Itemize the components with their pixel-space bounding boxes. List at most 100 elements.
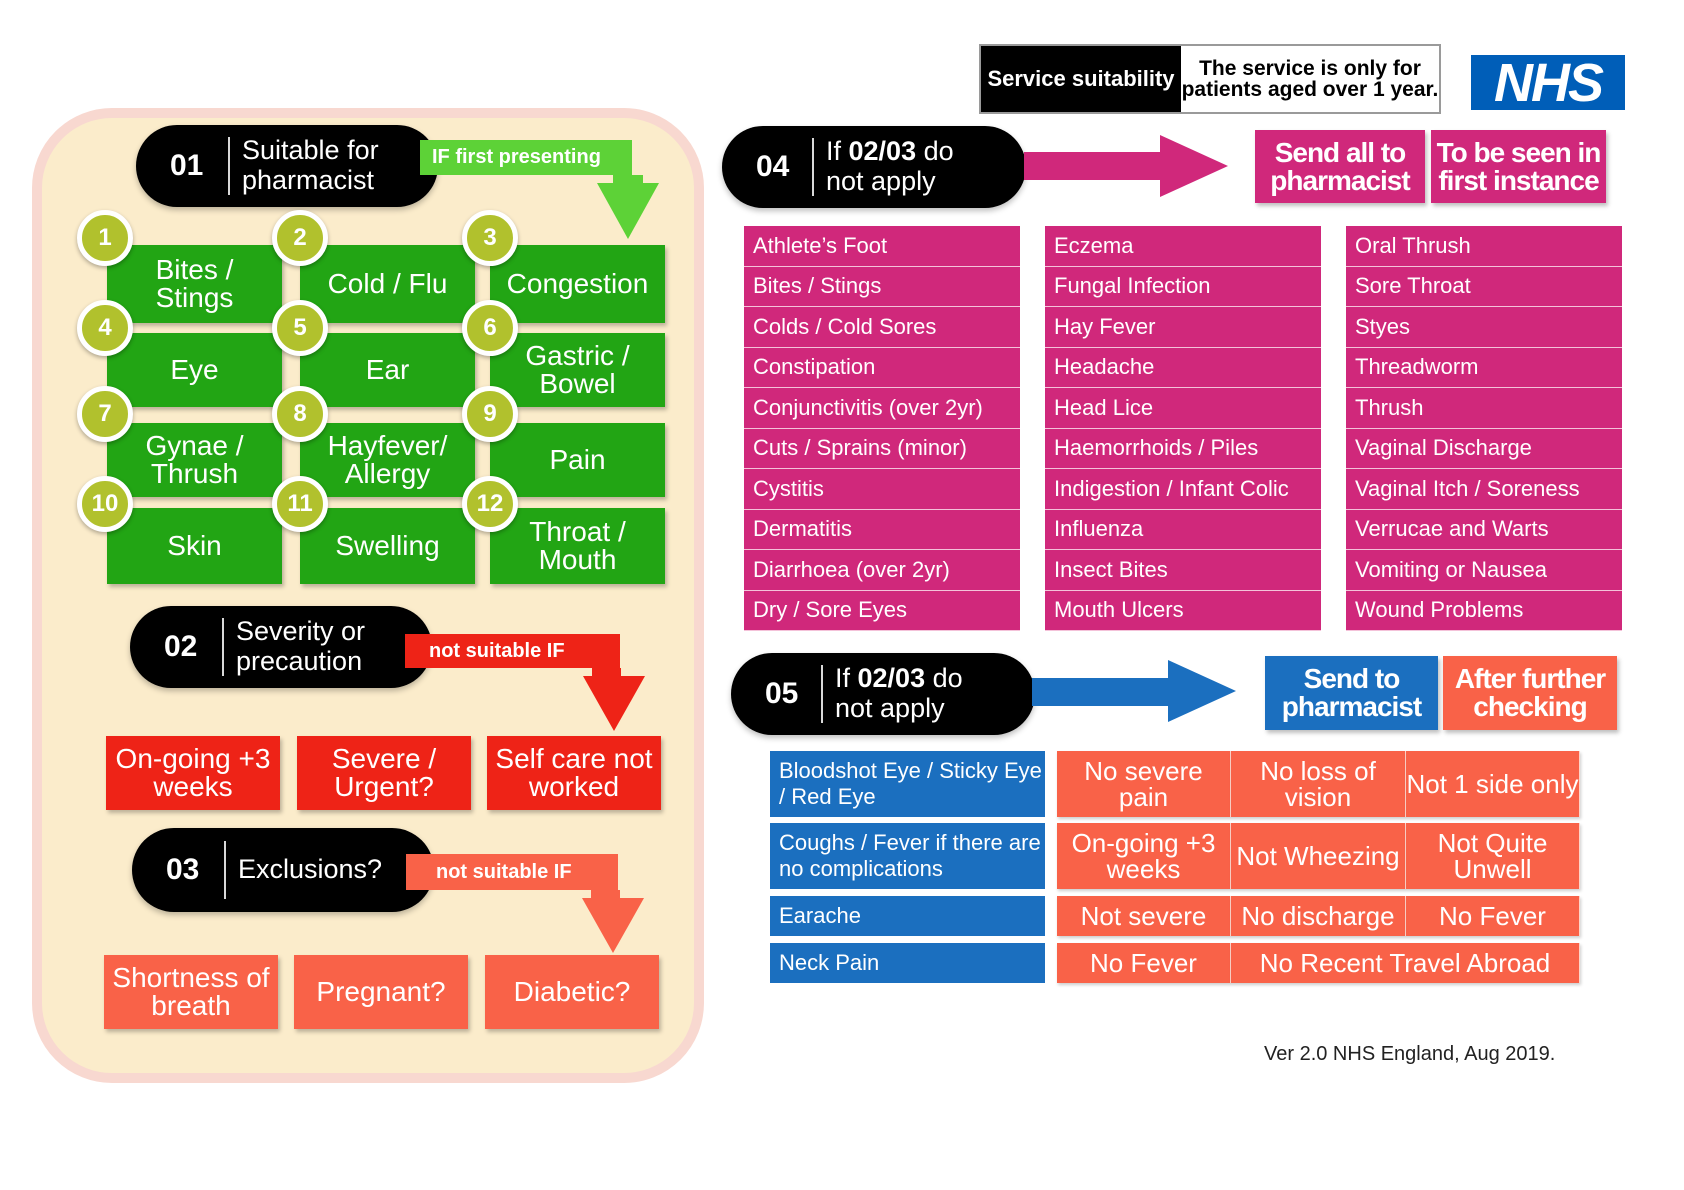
number-badge: 11 xyxy=(272,476,328,532)
condition-item: Vaginal Itch / Soreness xyxy=(1346,469,1622,510)
condition-item: Thrush xyxy=(1346,388,1622,429)
number-badge: 12 xyxy=(462,476,518,532)
condition-item: Conjunctivitis (over 2yr) xyxy=(744,388,1020,429)
condition-item: Eczema xyxy=(1045,226,1321,267)
section-01-tag: IF first presenting xyxy=(420,140,632,175)
check-cell: No discharge xyxy=(1231,896,1406,936)
condition-item: Athlete’s Foot xyxy=(744,226,1020,267)
condition-item: Vomiting or Nausea xyxy=(1346,550,1622,591)
send-all-to-pharmacist-box: Send all to pharmacist xyxy=(1255,130,1425,203)
condition-column-1: Athlete’s Foot Bites / Stings Colds / Co… xyxy=(744,226,1020,631)
condition-item: Cystitis xyxy=(744,469,1020,510)
condition-item: Vaginal Discharge xyxy=(1346,428,1622,469)
condition-item: Styes xyxy=(1346,307,1622,348)
condition-column-2: Eczema Fungal Infection Hay Fever Headac… xyxy=(1045,226,1321,631)
check-cell: On-going +3 weeks xyxy=(1057,823,1231,889)
section-03-tag: not suitable IF xyxy=(406,854,618,890)
check-cell: No Fever xyxy=(1406,896,1580,936)
section-05-title: If 02/03 do not apply xyxy=(835,663,963,723)
section-01-number: 01 xyxy=(170,149,204,182)
condition-item: Bites / Stings xyxy=(744,266,1020,307)
checks-row: No severe pain No loss of vision Not 1 s… xyxy=(1057,751,1580,817)
exclusion-cell: Shortness of breath xyxy=(104,955,278,1029)
symptom-cell: Cold / Flu xyxy=(300,245,475,323)
symptom-cell: Hayfever/ Allergy xyxy=(300,423,475,497)
condition-row: Coughs / Fever if there are no complicat… xyxy=(770,823,1045,889)
condition-item: Dry / Sore Eyes xyxy=(744,590,1020,631)
checks-row: On-going +3 weeks Not Wheezing Not Quite… xyxy=(1057,823,1580,889)
condition-item: Verrucae and Warts xyxy=(1346,509,1622,550)
divider xyxy=(812,138,814,196)
check-cell: No Recent Travel Abroad xyxy=(1231,943,1580,983)
symptom-cell: Skin xyxy=(107,508,282,584)
symptom-cell: Throat / Mouth xyxy=(490,508,665,584)
number-badge: 5 xyxy=(272,300,328,356)
arrow-stem xyxy=(592,668,621,678)
send-to-pharmacist-box: Send to pharmacist xyxy=(1265,656,1438,730)
section-03-header: 03 Exclusions? xyxy=(132,828,434,912)
service-suitability-note: The service is only for patients aged ov… xyxy=(1181,46,1439,112)
condition-item: Head Lice xyxy=(1045,388,1321,429)
section-05-number: 05 xyxy=(765,677,799,710)
condition-row: Earache xyxy=(770,896,1045,936)
check-cell: Not 1 side only xyxy=(1406,751,1580,817)
down-arrow-icon xyxy=(583,676,645,731)
condition-row: Neck Pain xyxy=(770,943,1045,983)
severity-cell: Self care not worked xyxy=(487,736,661,810)
condition-item: Hay Fever xyxy=(1045,307,1321,348)
section-02-number: 02 xyxy=(164,630,198,663)
arrow-shaft xyxy=(1032,678,1172,706)
check-cell: No Fever xyxy=(1057,943,1231,983)
section-01-title: Suitable for pharmacist xyxy=(242,135,379,195)
number-badge: 7 xyxy=(77,386,133,442)
condition-item: Sore Throat xyxy=(1346,266,1622,307)
condition-item: Constipation xyxy=(744,347,1020,388)
condition-column-3: Oral Thrush Sore Throat Styes Threadworm… xyxy=(1346,226,1622,631)
condition-item: Diarrhoea (over 2yr) xyxy=(744,550,1020,591)
section-04-title: If 02/03 do not apply xyxy=(826,136,954,196)
check-cell: Not Wheezing xyxy=(1231,823,1406,889)
symptom-cell: Gastric / Bowel xyxy=(490,333,665,407)
condition-item: Oral Thrush xyxy=(1346,226,1622,267)
symptom-cell: Eye xyxy=(107,333,282,407)
right-arrow-icon xyxy=(1160,135,1228,197)
condition-item: Headache xyxy=(1045,347,1321,388)
divider xyxy=(821,665,823,723)
condition-item: Cuts / Sprains (minor) xyxy=(744,428,1020,469)
section-04-header: 04 If 02/03 do not apply xyxy=(722,126,1026,208)
section-03-number: 03 xyxy=(166,853,200,886)
number-badge: 10 xyxy=(77,476,133,532)
arrow-stem xyxy=(613,175,643,185)
nhs-logo: NHS xyxy=(1471,53,1625,113)
divider xyxy=(228,137,230,195)
condition-item: Wound Problems xyxy=(1346,590,1622,631)
arrow-shaft xyxy=(1024,152,1164,180)
symptom-cell: Gynae / Thrush xyxy=(107,423,282,497)
symptom-cell: Pain xyxy=(490,423,665,497)
number-badge: 3 xyxy=(462,210,518,266)
exclusion-cell: Diabetic? xyxy=(485,955,659,1029)
down-arrow-icon xyxy=(582,898,644,953)
condition-item: Threadworm xyxy=(1346,347,1622,388)
symptom-cell: Swelling xyxy=(300,508,475,584)
number-badge: 2 xyxy=(272,210,328,266)
number-badge: 4 xyxy=(77,300,133,356)
section-02-title: Severity or precaution xyxy=(236,616,366,676)
service-suitability-box: Service suitability The service is only … xyxy=(979,44,1441,114)
section-05-header: 05 If 02/03 do not apply xyxy=(731,653,1035,735)
number-badge: 6 xyxy=(462,300,518,356)
number-badge: 8 xyxy=(272,386,328,442)
version-footer: Ver 2.0 NHS England, Aug 2019. xyxy=(1264,1043,1556,1065)
section-04-number: 04 xyxy=(756,150,790,183)
number-badge: 1 xyxy=(77,210,133,266)
divider xyxy=(222,618,224,676)
exclusion-cell: Pregnant? xyxy=(294,955,468,1029)
condition-item: Dermatitis xyxy=(744,509,1020,550)
severity-cell: Severe / Urgent? xyxy=(297,736,471,810)
section-02-tag: not suitable IF xyxy=(405,634,620,668)
section-01-header: 01 Suitable for pharmacist xyxy=(136,125,438,207)
condition-row: Bloodshot Eye / Sticky Eye / Red Eye xyxy=(770,751,1045,817)
symptom-cell: Ear xyxy=(300,333,475,407)
service-suitability-label: Service suitability xyxy=(981,46,1181,112)
condition-item: Insect Bites xyxy=(1045,550,1321,591)
